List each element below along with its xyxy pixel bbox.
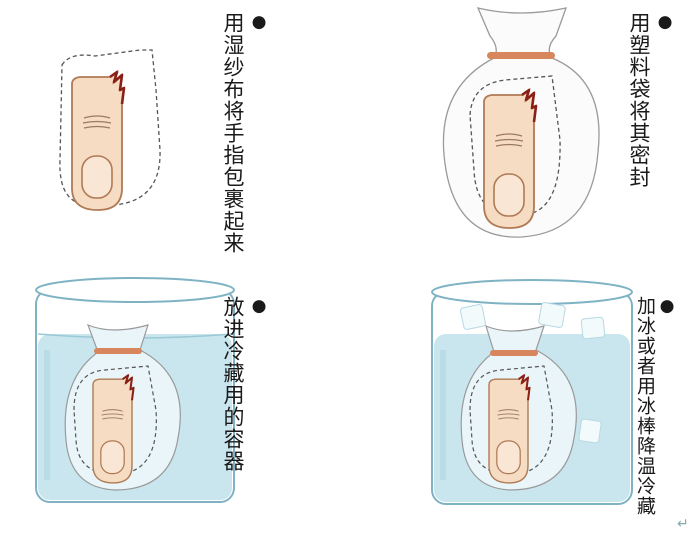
bullet-icon: ● [657,296,677,317]
bagged-finger-figure [442,7,600,238]
step-3-label: ●放进冷藏用的容器 [221,296,272,472]
return-mark-icon: ↵ [677,516,689,532]
bullet-icon: ● [249,12,269,33]
step-4-label: ●加冰或者用冰棒降温冷藏 [634,296,677,516]
gauze-wrapped-finger-figure [59,49,161,212]
ice-container-figure [431,279,633,505]
container-with-bag-figure [35,277,235,503]
bullet-icon: ● [249,296,269,317]
step-2-label: ●用塑料袋将其密封 [627,12,678,188]
step-1-label: ●用湿纱布将手指包裹起来 [221,12,272,254]
bullet-icon: ● [655,12,675,33]
